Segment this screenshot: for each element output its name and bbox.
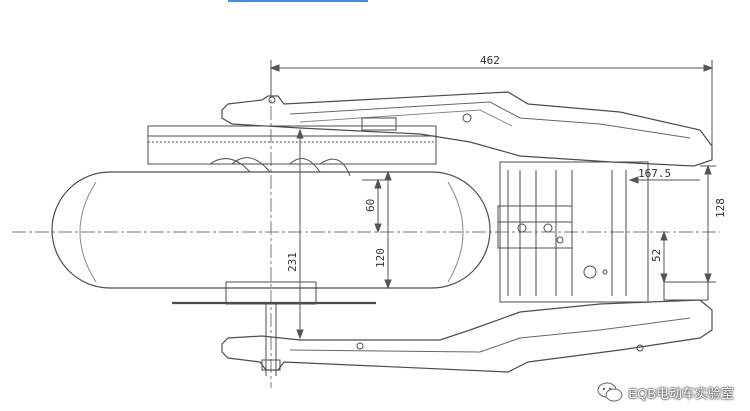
dimension-52 (660, 230, 668, 284)
dimension-231 (296, 128, 304, 340)
hub-spokes (209, 157, 351, 177)
lower-swingarm-detail (289, 317, 691, 353)
dim-label-167-5: 167.5 (638, 167, 671, 180)
pivot-housing (499, 161, 649, 303)
tire-inner-right (447, 181, 464, 283)
dimension-128 (700, 164, 716, 284)
sensor-port (583, 265, 597, 279)
dimension-60 (362, 178, 388, 234)
lower-bolt (356, 342, 364, 350)
wechat-icon (597, 382, 623, 402)
sensor-port (602, 269, 608, 275)
brake-disc (147, 125, 437, 165)
upper-swingarm-detail (289, 101, 691, 139)
rear-mount (663, 281, 709, 301)
pivot-bolt (517, 223, 527, 233)
upper-bracket (361, 117, 397, 131)
dim-label-60: 60 (364, 199, 377, 212)
accent-bar (228, 0, 368, 2)
watermark-text: EQB电动车实验室 (628, 385, 734, 401)
pivot-block (497, 205, 573, 249)
tire-outline (51, 171, 491, 289)
dimension-167-5 (628, 176, 700, 184)
dim-label-462: 462 (480, 54, 500, 67)
dim-label-120: 120 (374, 248, 387, 268)
dim-label-128: 128 (714, 198, 727, 218)
pivot-bolt (543, 223, 553, 233)
upper-swingarm-detail (299, 109, 513, 127)
upper-bolt (268, 96, 276, 104)
tire-inner-left (79, 181, 97, 283)
dim-label-52: 52 (650, 249, 663, 262)
pivot-bolt (556, 236, 564, 244)
upper-bolt (462, 113, 472, 123)
dimension-462 (269, 60, 714, 146)
dim-label-231: 231 (286, 252, 299, 272)
dimension-120 (384, 170, 392, 290)
watermark: EQB电动车实验室 (597, 381, 734, 403)
lower-swingarm (221, 299, 713, 373)
lower-bolt (636, 344, 644, 352)
